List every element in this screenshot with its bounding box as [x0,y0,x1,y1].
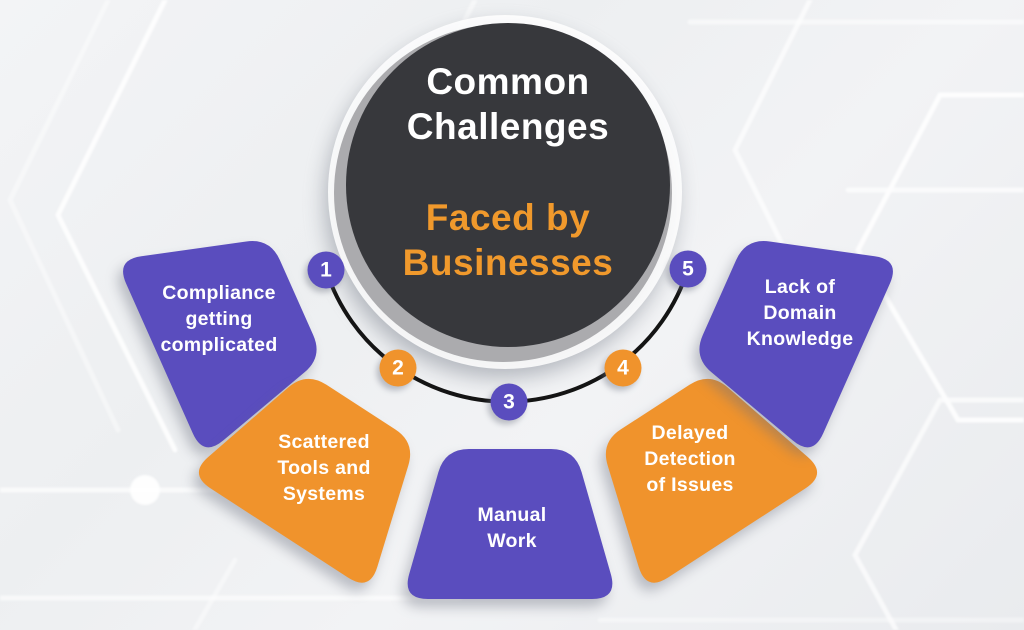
diagonal-line [191,557,238,630]
petal-delayed-detection [605,378,818,583]
petal-manual-work [407,449,613,599]
chevron-shape [7,0,121,433]
petal-scattered-tools [198,378,411,583]
hub-dark-disc [346,23,670,347]
step-badge-1: 1 [307,251,345,289]
title-line-white: Common Challenges [406,61,610,148]
step-badge-4: 4 [604,349,642,387]
petal-domain-knowledge [699,241,893,448]
hub-circle [328,15,682,369]
page-title: Common Challenges Faced by Businesses [403,14,614,330]
petal-label-scattered-tools: Scattered Tools and Systems [277,431,371,505]
petal-label-domain-knowledge: Lack of Domain Knowledge [746,276,854,350]
petal-label-manual-work: Manual Work [477,504,547,552]
petal-label-delayed-detection: Delayed Detection of Issues [644,422,736,496]
chevron-shape [55,0,178,453]
petal-compliance [123,241,317,448]
step-badge-3: 3 [490,383,528,421]
step-badge-5: 5 [669,250,707,288]
node-dot [130,475,160,505]
hexagon-outline [855,92,1024,423]
title-line-orange: Faced by Businesses [402,196,614,283]
step-badge-2: 2 [379,349,417,387]
petal-label-compliance: Compliance getting complicated [160,282,278,356]
hexagon-outline [852,397,1024,630]
